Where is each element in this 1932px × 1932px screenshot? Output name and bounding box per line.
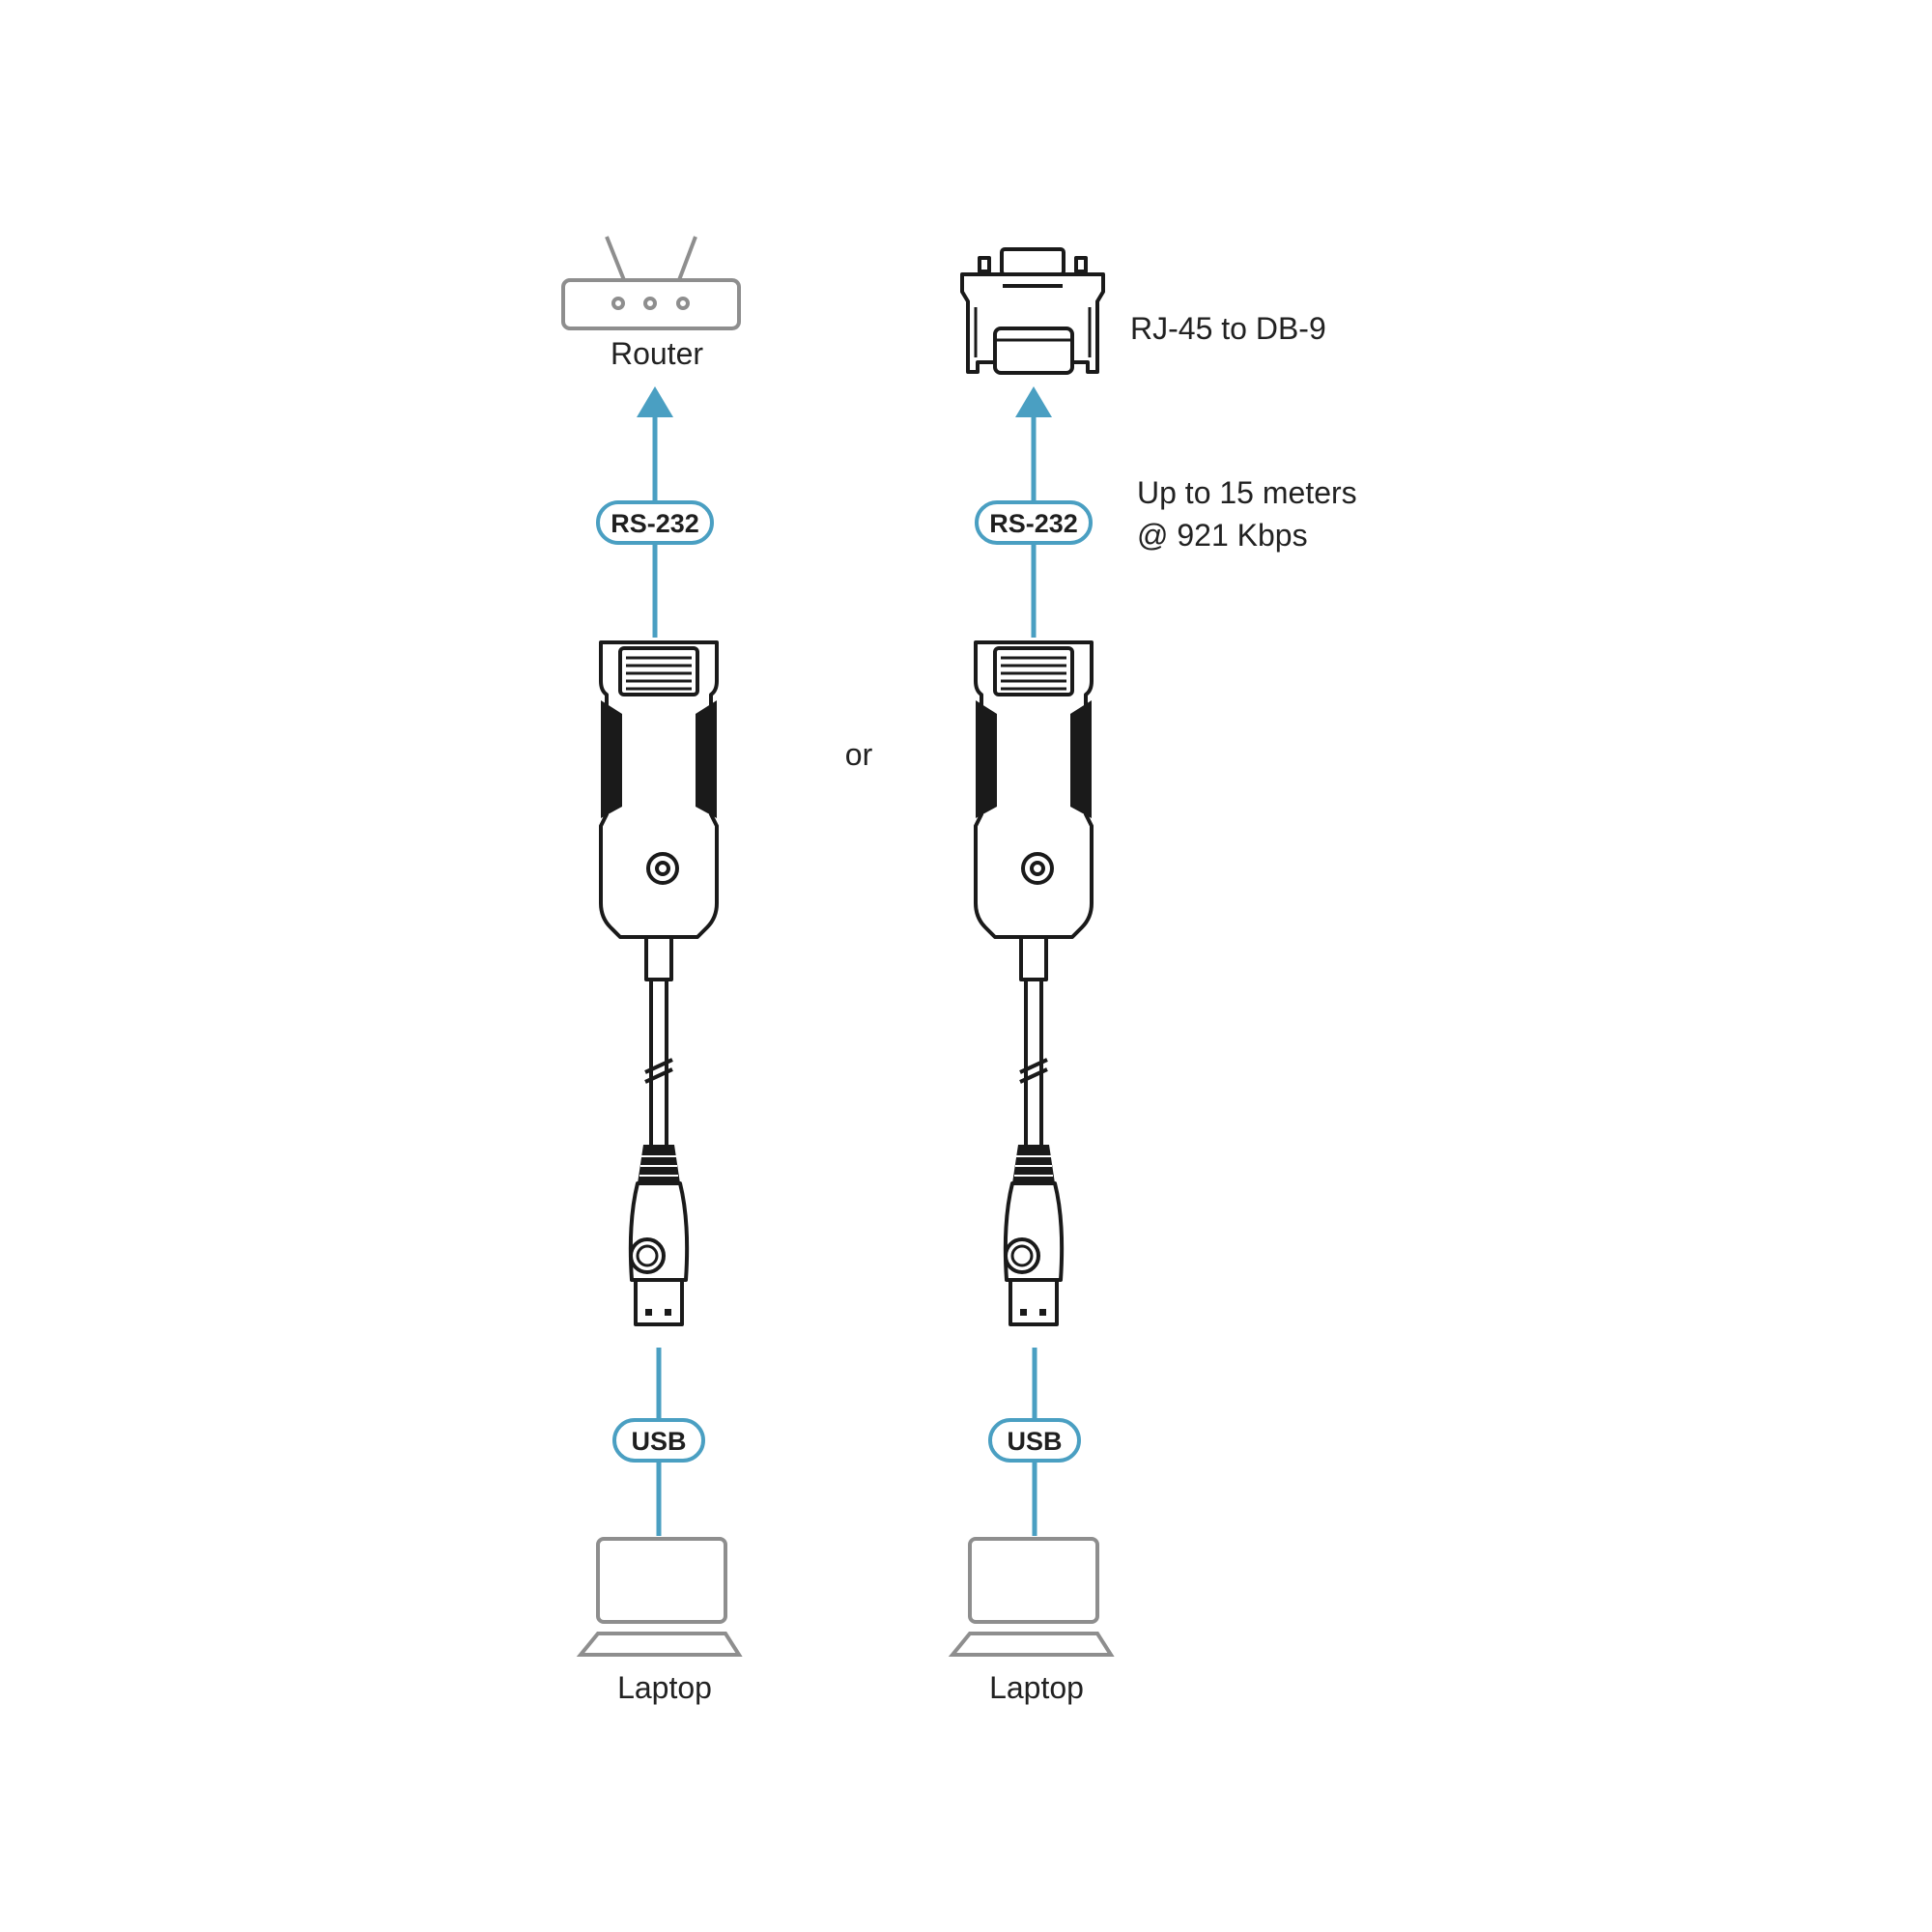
adapter-label: RJ-45 to DB-9 [1130, 311, 1326, 346]
db9-adapter-icon [960, 247, 1105, 375]
laptop-label-left: Laptop [617, 1670, 712, 1705]
laptop-icon [951, 1537, 1113, 1657]
usb-rs232-converter-icon [974, 640, 1094, 1326]
or-label: or [845, 737, 873, 772]
rs232-badge-left: RS-232 [596, 500, 714, 545]
laptop-icon [579, 1537, 741, 1657]
usb-rs232-converter-icon [599, 640, 719, 1326]
svg-text:USB: USB [1007, 1427, 1062, 1456]
left-column: Router RS-232 USB Laptop [561, 236, 741, 1705]
usb-badge-right: USB [988, 1418, 1081, 1463]
right-column: RJ-45 to DB-9 RS-232 Up to 15 meters @ 9… [951, 247, 1357, 1705]
distance-label-line1: Up to 15 meters [1137, 475, 1357, 510]
arrow-up-icon [1015, 386, 1052, 417]
distance-label-line2: @ 921 Kbps [1137, 518, 1308, 553]
usb-badge-left: USB [612, 1418, 705, 1463]
svg-text:USB: USB [631, 1427, 686, 1456]
svg-text:RS-232: RS-232 [989, 509, 1078, 538]
router-icon [561, 236, 741, 330]
laptop-label-right: Laptop [989, 1670, 1084, 1705]
arrow-up-icon [637, 386, 673, 417]
rs232-badge-right: RS-232 [975, 500, 1093, 545]
svg-text:RS-232: RS-232 [611, 509, 699, 538]
router-label: Router [611, 336, 703, 371]
